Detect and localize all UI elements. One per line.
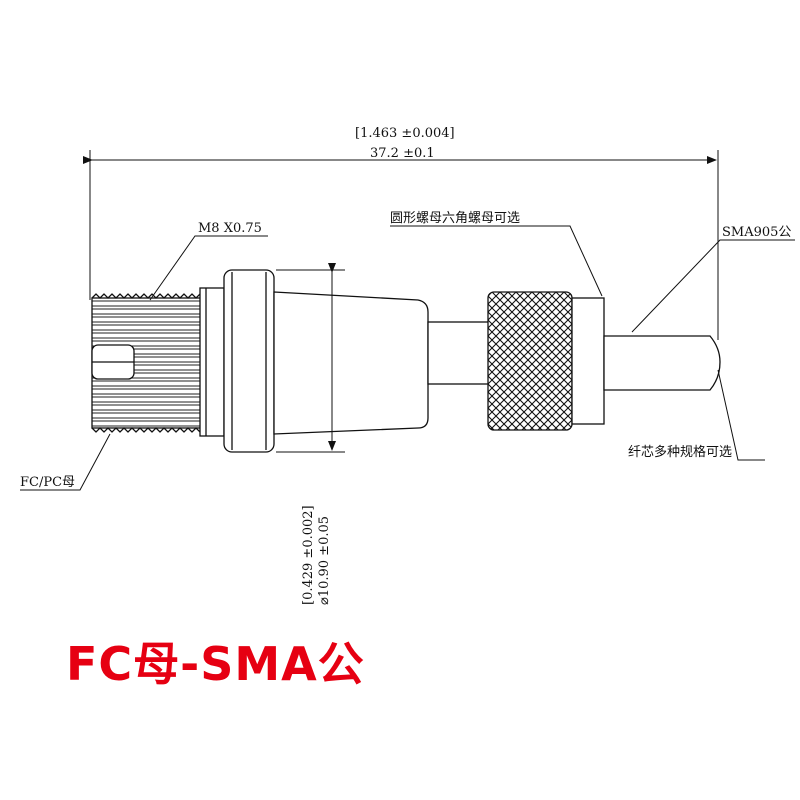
sma-male-label: SMA905公 xyxy=(722,225,791,240)
diameter-inch-text: [0.429 ±0.002] xyxy=(301,505,316,605)
barrel xyxy=(273,291,491,435)
diameter-mm-text: ⌀10.90 ±0.05 xyxy=(317,516,332,605)
length-mm-text: 37.2 ±0.1 xyxy=(370,146,435,161)
product-title: FC母-SMA公 xyxy=(66,637,365,691)
thread-label: M8 X0.75 xyxy=(198,221,262,236)
sma-ferrule xyxy=(603,335,721,391)
diameter-dimension xyxy=(276,263,345,453)
knurled-nut xyxy=(487,291,605,431)
nut-option-label: 圆形螺母六角螺母可选 xyxy=(390,211,520,226)
thread-leader xyxy=(149,235,268,301)
fc-thread-body xyxy=(91,287,225,437)
nut-option-leader xyxy=(390,225,603,297)
core-leader xyxy=(717,369,765,461)
core-option-label: 纤芯多种规格可选 xyxy=(628,444,732,460)
flange-nut xyxy=(223,269,275,453)
fc-leader xyxy=(20,433,111,491)
overall-length-dimension xyxy=(83,150,719,340)
fc-female-label: FC/PC母 xyxy=(20,475,75,490)
sma-leader xyxy=(631,239,795,333)
length-inch-text: [1.463 ±0.004] xyxy=(355,126,455,141)
